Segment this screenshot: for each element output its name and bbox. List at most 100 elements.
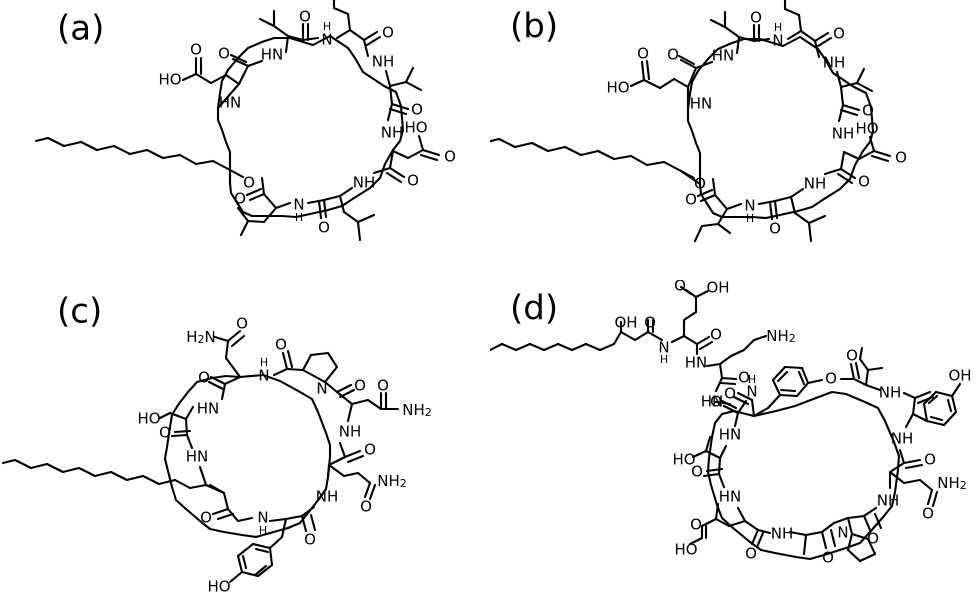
atom-label-HN-c2: HN [186,448,209,466]
panel-c: (c) [0,285,490,603]
atom-label-NH2-d2: NH2 [937,474,967,493]
residue-tyr-c: O HO [207,505,317,596]
atom-label-O: O [710,326,722,344]
atom-label-O: O [411,101,423,119]
atom-label-NH-d4: NH [771,525,794,543]
atom-label-O: O [858,173,870,191]
nh2e-nh: NH [937,474,960,492]
atom-label-N-c1: N [258,367,269,385]
residue-ala-d: O [788,521,837,567]
atom-label-O: O [200,509,212,527]
atom-label-OH-d3: OH [948,367,971,385]
atom-label-NH-d3: NH [877,492,900,510]
atom-label-NH-a1: NH [372,53,395,71]
residue-leu-b2: O [783,0,845,59]
atom-label-O: O [724,385,736,403]
atom-label-H-a1: H [323,20,331,33]
atom-label-O: O [159,424,171,442]
atom-label-O: O [377,377,389,395]
atom-label-HO-glu-b: HO [606,79,629,97]
residue-thr-d: O HO [672,435,728,489]
residue-glu-a: HO O HN [158,41,241,110]
residue-glu-d1: O OH O [670,280,730,356]
residue-leu-a3: O [306,186,376,242]
atom-label-O: O [685,191,697,209]
residue-leu-b3: O [757,187,827,243]
atom-label-O: O [924,451,936,469]
atom-label-N-b2: N [744,197,755,215]
atom-label-O: O [354,377,366,395]
atom-label-O-ester-a: O [243,174,255,192]
atom-label-O: O [198,369,210,387]
panel-b-label: (b) [510,7,558,47]
atom-label-O: O [275,336,287,354]
residue-gln-d: O O NH2 [888,448,967,523]
panel-d-label: (d) [510,289,558,329]
atom-label-H-b2: H [746,212,754,225]
atom-label-O: O [862,102,874,120]
atom-label-N-d1: N [658,339,669,357]
carbonyl-glu-b: O [667,46,714,89]
atom-label-N-pro-d: N [837,524,848,542]
residue-asp-a: HO O O [372,119,456,190]
atom-label-HO-asp-b: HO [855,120,878,138]
atom-label-NH2-d1: NH2 [766,327,796,346]
residue-ile-d [858,346,884,392]
beta-hydroxy-fattyacid-d: OH O [490,314,664,352]
nh2-nh: NH [402,401,425,419]
atom-label-NH-c2: NH [316,488,339,506]
h2n-h: H [186,328,197,346]
atom-label-O-glu2-d: O [690,516,702,534]
atom-label-O: O [750,9,762,27]
atom-label-O: O [299,8,311,26]
residue-asp-b: HO O O [823,120,907,191]
residue-val-b: O [835,67,874,123]
atom-label-OH-d1: OH [614,314,637,332]
residue-tyr-d: OH [902,367,972,429]
atom-label-HO-ser-c: HO [137,410,160,428]
atom-label-O: O [644,314,656,332]
atom-label-O: O [667,46,679,64]
atom-label-O: O [691,463,703,481]
atom-label-HO: HO [158,71,181,89]
atom-label-HN-d2: HN [701,393,724,411]
atom-label-H-d2: H [748,373,756,386]
residue-leu-a4: O [234,176,292,237]
atom-label-N-d2: N [746,383,757,401]
atom-label-HO-tyr-c: HO [207,578,230,596]
atom-label-O: O [234,190,246,208]
residue-asn-c1: H2N O O [186,315,248,401]
alkyl-tail-b [490,137,702,186]
residue-glu-b: HO O [606,45,690,111]
atom-label-NH-d1: NH [879,384,902,402]
atom-label-H-c1: H [260,356,268,369]
atom-label-O-ester-d: O [825,370,837,388]
residue-leu-a1: O [258,8,320,54]
residue-glu-d2: O O HO [674,502,772,563]
atom-label-H-c2: H [259,524,267,537]
atom-label-N-c2: N [257,509,268,527]
atom-label-O: O [444,148,456,166]
atom-label-HO-glu2-d: HO [674,541,697,559]
atom-label-O: O [190,41,202,59]
atom-label-NH-c1: NH [339,423,362,441]
atom-label-NH-b2: NH [832,125,855,143]
panel-a: (a) [0,0,490,290]
atom-label-O: O [407,172,419,190]
panel-b-structure: (b) [490,0,907,243]
nh2b-nh: NH [377,472,400,490]
panel-a-structure: (a) [34,0,456,242]
atom-label-NH-b3: NH [804,175,827,193]
atom-label-H-a2: H [295,211,303,224]
atom-label-O: O [382,24,394,42]
nh2d-nh: NH [766,327,789,345]
atom-label-O: O [364,441,376,459]
atom-label-NH2-c1: NH2 [402,401,432,420]
atom-label-O: O [637,45,649,63]
residue-ser-c: O HO [137,405,195,450]
atom-label-O: O [236,315,248,333]
panel-d: (d) OH O N [490,280,980,603]
residue-pro-c: O O [272,336,366,399]
macrocycle-ring-d [706,390,901,561]
